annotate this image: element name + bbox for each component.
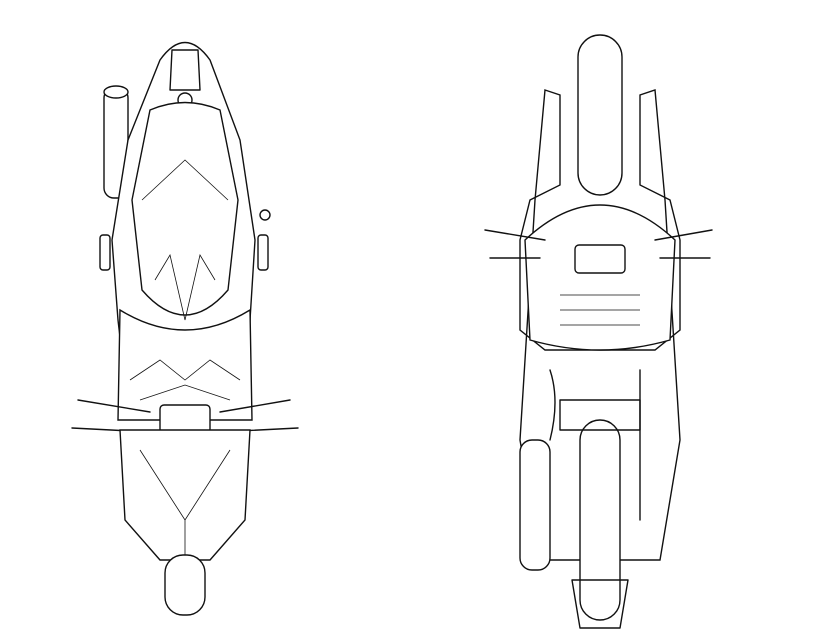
- motorcycle-bottom-view: [484, 34, 713, 629]
- exhaust-tip: [103, 85, 129, 99]
- vent-slots: [560, 294, 640, 326]
- seat-stitching: [141, 159, 229, 321]
- tank-grille: [117, 308, 253, 421]
- tank-lines: [129, 359, 241, 401]
- exhaust-pipe: [549, 369, 641, 521]
- license-plate-mount: [574, 244, 626, 274]
- right-footpeg: [257, 234, 269, 271]
- front-tire: [579, 419, 621, 621]
- left-footpeg: [99, 234, 111, 271]
- rear-tire: [577, 34, 623, 196]
- seat: [131, 101, 239, 316]
- exhaust-muffler: [519, 439, 551, 571]
- pegs: [484, 229, 713, 259]
- front-fender: [571, 579, 629, 629]
- engine-block: [559, 399, 641, 431]
- tail-light: [169, 49, 201, 91]
- front-tire: [164, 554, 206, 616]
- rear-peg: [259, 209, 271, 221]
- front-fairing: [119, 429, 251, 561]
- handlebars: [71, 399, 299, 433]
- undertray: [524, 204, 676, 351]
- fairing-lines: [139, 449, 231, 560]
- motorcycle-top-view: [71, 42, 299, 616]
- instrument-cluster: [159, 404, 211, 434]
